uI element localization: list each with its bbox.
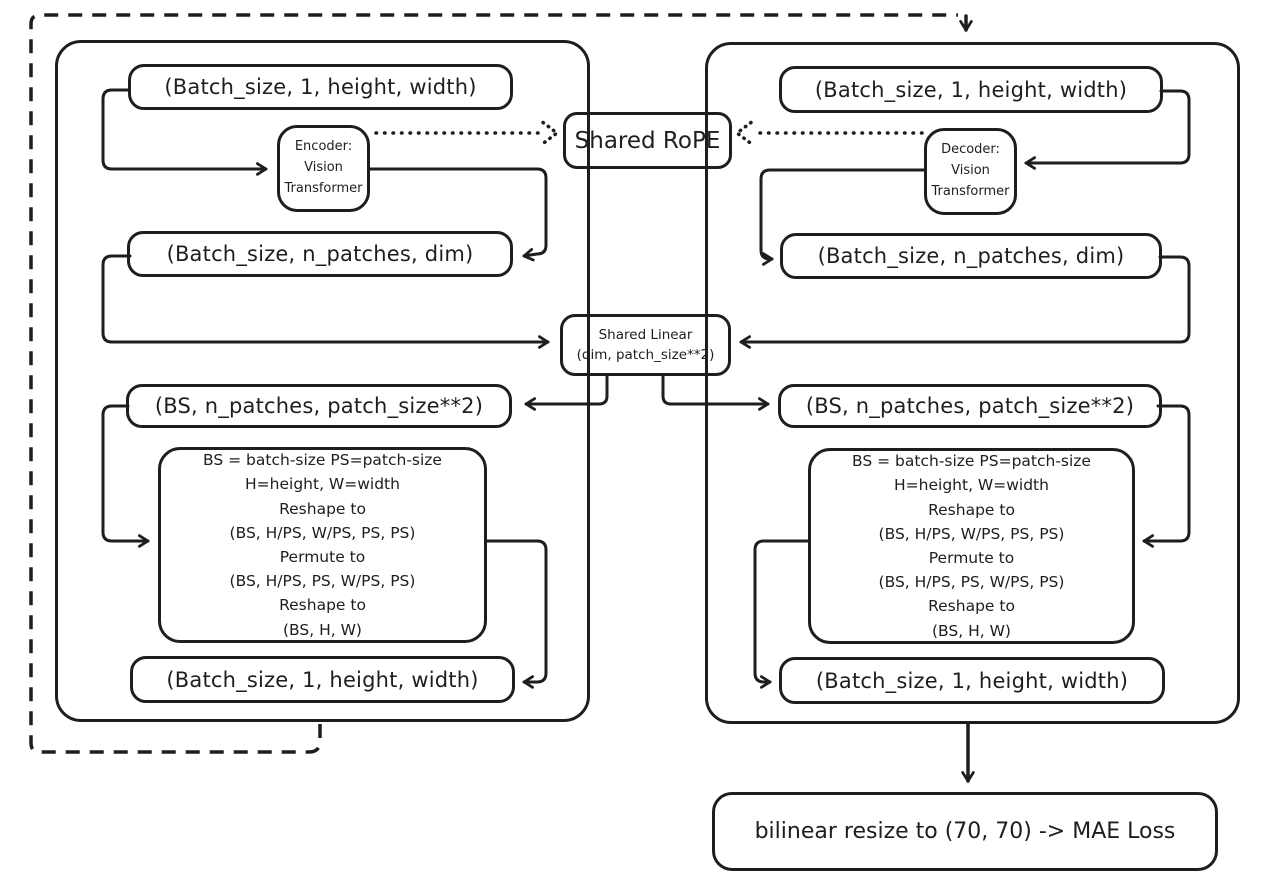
arrow-right-reshape-to-output (753, 539, 810, 689)
reshape-step-line: BS = batch-size PS=patch-size (852, 452, 1091, 471)
rope-dotted-arrowhead-left (541, 120, 560, 146)
arrow-left-input-to-encoder (101, 88, 268, 176)
arrow-left-reshape-to-output (485, 539, 548, 689)
arrow-left-tokens-to-shared-linear (101, 254, 550, 349)
reshape-step-line: BS = batch-size PS=patch-size (203, 451, 442, 470)
left-output-shape-label: (Batch_size, 1, height, width) (166, 667, 479, 692)
arrow-right-tokens-to-shared-linear (739, 255, 1191, 349)
arrow-decoder-to-right-tokens (759, 168, 926, 266)
arrow-shared-linear-to-left-projected (524, 375, 609, 411)
mae-loss-box: bilinear resize to (70, 70) -> MAE Loss (712, 792, 1218, 871)
right-input-shape-label: (Batch_size, 1, height, width) (814, 77, 1128, 102)
left-projected-shape-label: (BS, n_patches, patch_size**2) (154, 394, 484, 418)
right-reshape-box: BS = batch-size PS=patch-size H=height, … (808, 448, 1135, 644)
decoder-pipeline-container (705, 42, 1240, 724)
right-output-shape-label: (Batch_size, 1, height, width) (815, 668, 1129, 693)
reshape-step-line: Reshape to (279, 596, 366, 615)
decoder-label-line: Decoder: (941, 142, 1000, 158)
right-projected-shape-box: (BS, n_patches, patch_size**2) (778, 384, 1162, 428)
left-input-shape-label: (Batch_size, 1, height, width) (164, 75, 477, 99)
arrow-left-projected-to-reshape (101, 404, 150, 548)
shared-linear-box: Shared Linear (dim, patch_size**2) (560, 314, 731, 376)
reshape-step-line: (BS, H/PS, W/PS, PS, PS) (878, 524, 1065, 543)
reshape-step-line: H=height, W=width (894, 476, 1049, 495)
reshape-step-line: H=height, W=width (245, 475, 400, 494)
reshape-step-line: Permute to (279, 548, 366, 566)
reshape-step-line: Reshape to (928, 500, 1015, 519)
rope-dotted-arrowhead-right (734, 120, 753, 146)
shared-linear-label-line: (dim, patch_size**2) (576, 347, 715, 363)
left-output-shape-box: (Batch_size, 1, height, width) (130, 656, 515, 703)
left-tokens-shape-label: (Batch_size, n_patches, dim) (166, 242, 474, 266)
arrow-encoder-to-left-tokens (368, 167, 548, 262)
arrow-shared-linear-to-right-projected (661, 375, 770, 411)
reshape-step-line: (BS, H/PS, PS, W/PS, PS) (229, 572, 416, 591)
right-input-shape-box: (Batch_size, 1, height, width) (779, 66, 1163, 113)
left-tokens-shape-box: (Batch_size, n_patches, dim) (127, 231, 513, 277)
dashed-feedback-loop (29, 13, 958, 754)
encoder-pipeline-container (55, 40, 590, 722)
shared-linear-label-line: Shared Linear (598, 326, 693, 343)
shared-rope-label: Shared RoPE (574, 127, 721, 154)
arrow-right-input-to-decoder (1024, 89, 1191, 170)
reshape-step-line: (BS, H/PS, W/PS, PS, PS) (229, 523, 416, 542)
left-input-shape-box: (Batch_size, 1, height, width) (128, 64, 513, 110)
left-reshape-box: BS = batch-size PS=patch-size H=height, … (158, 447, 487, 643)
reshape-step-line: (BS, H, W) (932, 621, 1011, 640)
right-tokens-shape-label: (Batch_size, n_patches, dim) (817, 244, 1125, 268)
encoder-box: Encoder: Vision Transformer (277, 125, 370, 212)
reshape-step-line: (BS, H/PS, PS, W/PS, PS) (878, 573, 1065, 592)
decoder-label-line: Transformer (931, 183, 1010, 199)
arrow-right-projected-to-reshape (1142, 404, 1191, 548)
left-projected-shape-box: (BS, n_patches, patch_size**2) (126, 384, 512, 428)
decoder-box: Decoder: Vision Transformer (924, 128, 1017, 215)
reshape-step-line: (BS, H, W) (283, 620, 362, 639)
decoder-label-line: Vision (951, 163, 990, 179)
right-output-shape-box: (Batch_size, 1, height, width) (779, 657, 1165, 704)
shared-rope-box: Shared RoPE (563, 112, 732, 169)
encoder-label-line: Transformer (284, 180, 363, 196)
mae-loss-label: bilinear resize to (70, 70) -> MAE Loss (754, 819, 1176, 844)
reshape-step-line: Permute to (928, 549, 1015, 567)
right-tokens-shape-box: (Batch_size, n_patches, dim) (780, 233, 1162, 279)
right-projected-shape-label: (BS, n_patches, patch_size**2) (805, 394, 1135, 418)
reshape-step-line: Reshape to (279, 499, 366, 518)
reshape-step-line: Reshape to (928, 597, 1015, 616)
encoder-label-line: Encoder: (294, 139, 353, 155)
encoder-label-line: Vision (304, 160, 343, 176)
